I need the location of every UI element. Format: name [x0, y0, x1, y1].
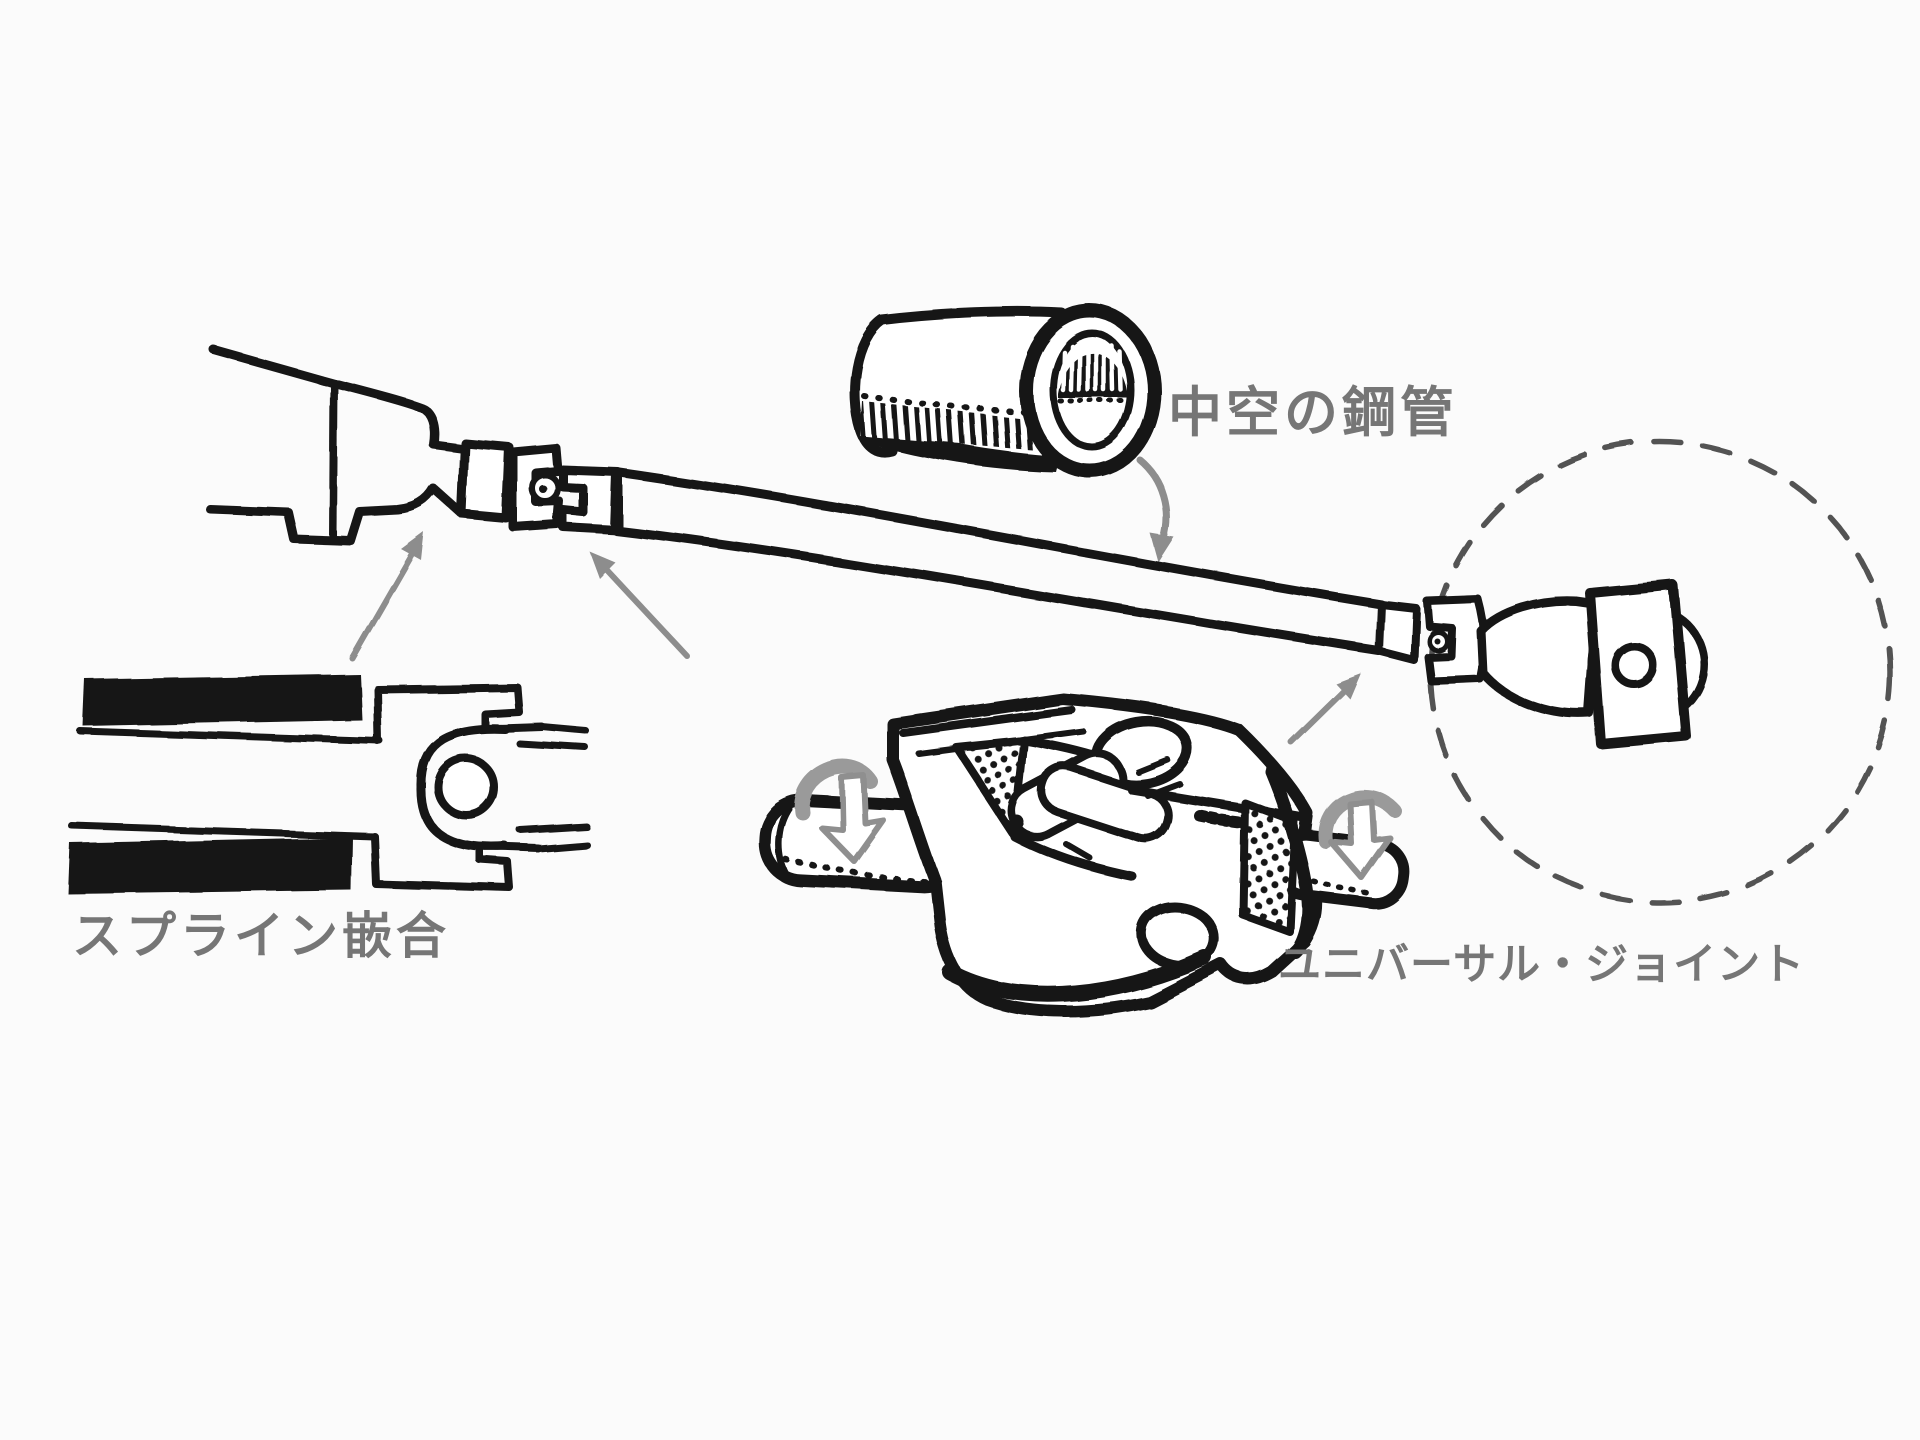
rotation-arrow-right-shaft — [1318, 789, 1401, 881]
spline-fitting-section — [68, 674, 590, 894]
rotation-arrow-left-shaft — [794, 759, 887, 865]
rear-joint-and-flange — [1375, 580, 1708, 749]
dashed-circle-around-rear-joint — [1427, 439, 1893, 905]
label-universal-joint: ユニバーサル・ジョイント — [1278, 940, 1806, 990]
transmission-tail-outline — [205, 344, 470, 546]
pointer-arrow-to-rear-joint — [1288, 673, 1361, 745]
ujoint-right-halftone — [1239, 799, 1299, 936]
front-joint-yokes — [457, 438, 623, 535]
pointer-arrow-to-front-joint — [589, 551, 691, 660]
curved-arrow-tube-to-shaft — [1136, 456, 1174, 562]
tube-hatch-band — [860, 401, 1042, 450]
tube-dotted-line — [861, 393, 1035, 415]
pointer-arrow-to-spline-joint — [349, 532, 424, 661]
flange-bolt-hole — [1611, 642, 1657, 688]
label-hollow-steel-tube: 中空の鋼管 — [1168, 381, 1458, 444]
label-spline-fitting: スプライン嵌合 — [72, 907, 450, 965]
hollow-steel-tube — [849, 304, 1161, 478]
universal-joint-enlarged — [757, 693, 1410, 1018]
propeller-shaft — [610, 467, 1386, 656]
